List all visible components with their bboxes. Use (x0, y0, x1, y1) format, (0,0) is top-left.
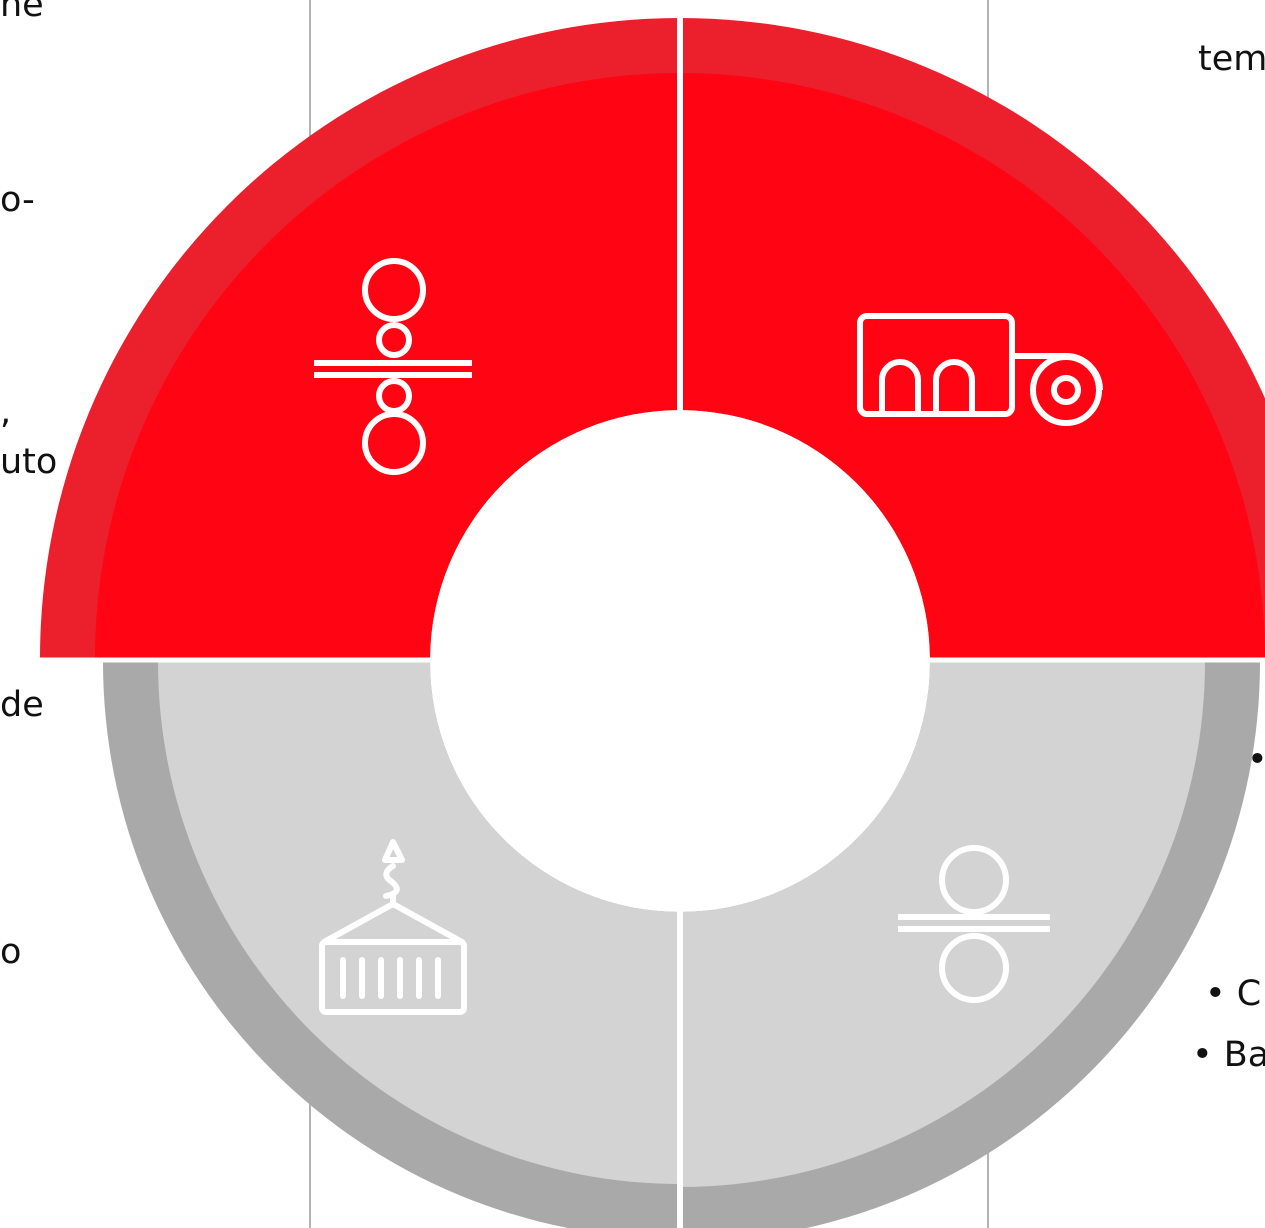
text-fragment: o (0, 932, 22, 972)
segment-bottom-left-inner (158, 662, 680, 1184)
text-fragment: • C (1205, 974, 1262, 1014)
segment-top-right-inner (680, 73, 1265, 658)
segment-top-left (40, 18, 680, 658)
segment-top-right (680, 18, 1265, 658)
text-fragment: • Ba (1192, 1035, 1265, 1075)
rollers-icon (898, 845, 1050, 1003)
segment-bottom-right (680, 662, 1260, 1228)
grid-line-2 (987, 0, 989, 100)
grid-line-1 (309, 0, 311, 140)
grid-line-1-lower (309, 1095, 311, 1228)
grid-line-2-lower (987, 1130, 989, 1228)
rollers-icon (314, 258, 472, 475)
segment-bottom-right-inner (680, 662, 1205, 1187)
text-fragment: de (0, 685, 44, 725)
text-fragment: o- (0, 180, 35, 220)
text-fragment: tem (1198, 39, 1265, 79)
text-fragment: uto (0, 442, 58, 482)
crane-container-icon (319, 839, 467, 1015)
text-fragment: , (0, 392, 12, 432)
text-fragment: ne (0, 0, 44, 25)
tractor-trailer-icon (857, 313, 1103, 426)
